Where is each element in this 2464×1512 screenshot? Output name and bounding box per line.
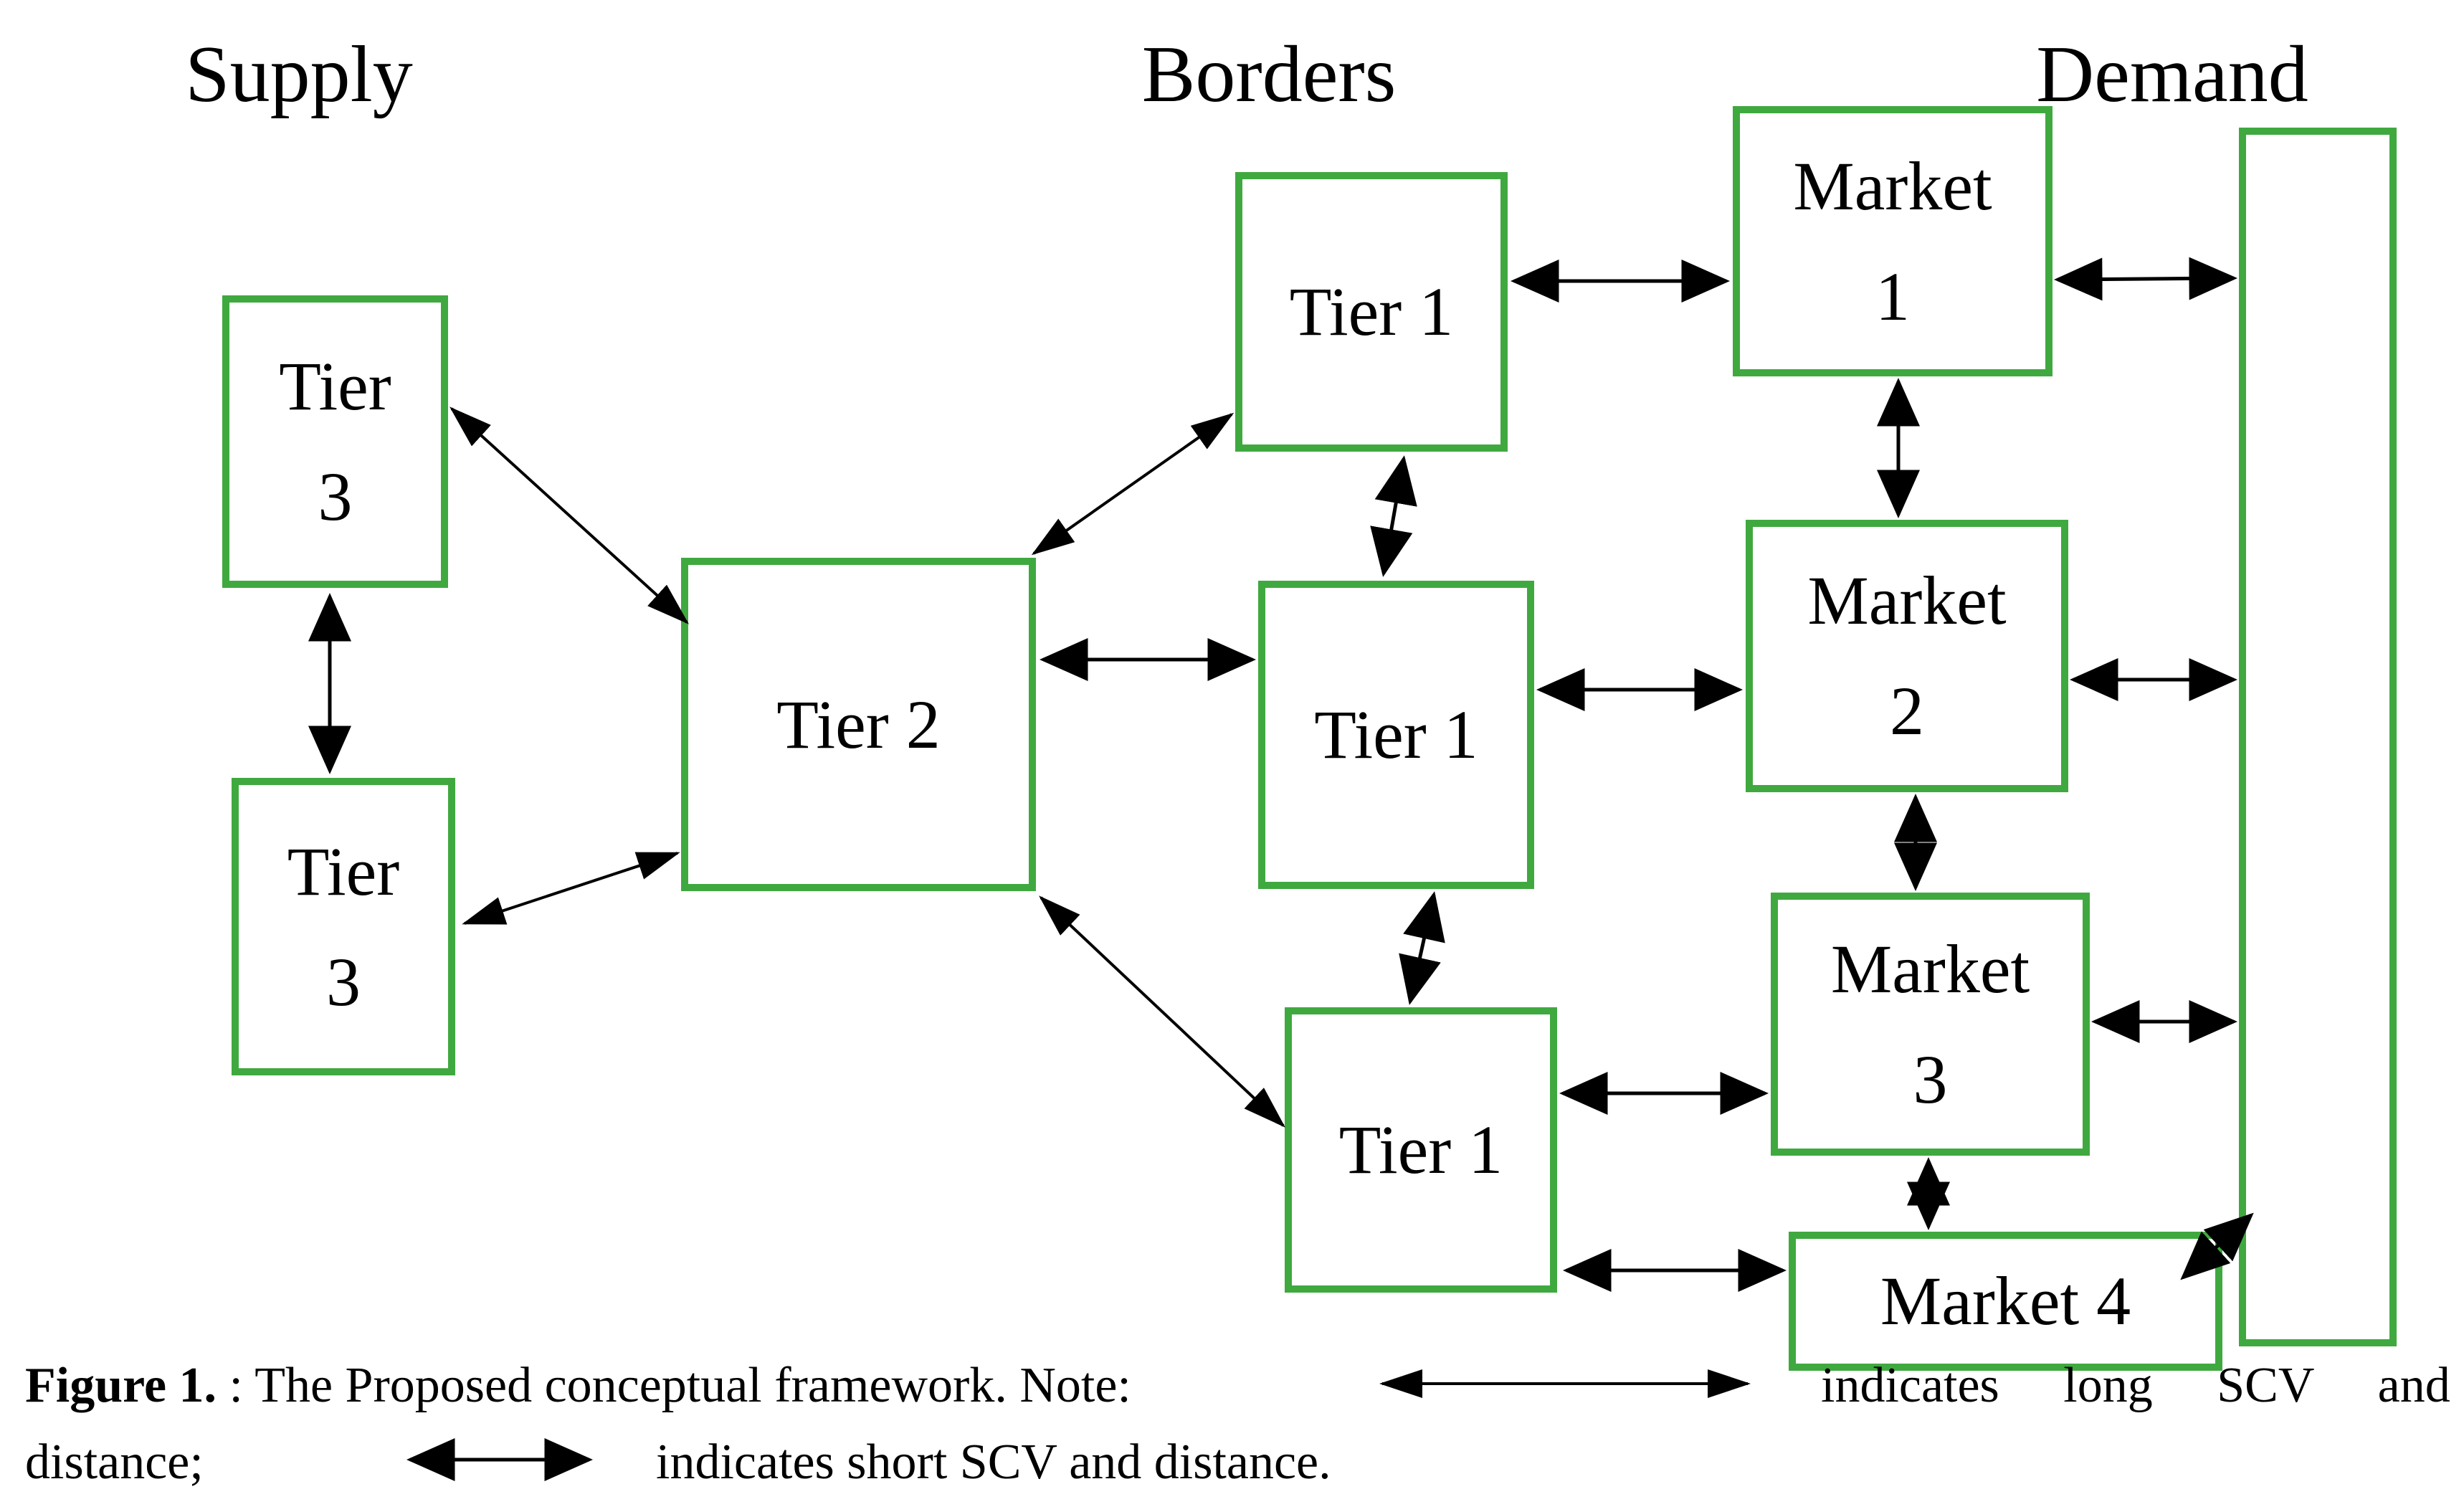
node-tier1-middle: Tier 1 xyxy=(1258,581,1534,889)
node-market3: Market 3 xyxy=(1771,893,2090,1156)
arrow-tier3top-tier2 xyxy=(449,406,689,624)
node-label: Tier 1 xyxy=(1338,1111,1503,1189)
node-label: 1 xyxy=(1875,257,1910,335)
heading-demand: Demand xyxy=(2036,30,2308,119)
node-tier1-top: Tier 1 xyxy=(1235,172,1508,452)
node-label: 3 xyxy=(318,458,353,535)
node-label: Market xyxy=(1793,147,1992,224)
node-label: Tier 2 xyxy=(776,685,941,763)
arrow-market1-demandbox xyxy=(2054,257,2237,301)
legend-long-text: indicates long SCV and xyxy=(1821,1358,2450,1413)
legend-short-text: indicates short SCV and distance. xyxy=(656,1435,1331,1490)
figure-caption-line1: Figure 1. : The Proposed conceptual fram… xyxy=(25,1357,1131,1414)
node-market1: Market 1 xyxy=(1733,106,2052,376)
node-label: 3 xyxy=(1913,1040,1948,1118)
node-label: Market xyxy=(1807,562,2007,639)
figure-label: Figure 1. xyxy=(25,1358,217,1413)
node-label: 2 xyxy=(1890,672,1924,749)
node-demand-aggregate xyxy=(2239,128,2397,1346)
caption-text: : The Proposed conceptual framework. Not… xyxy=(217,1358,1131,1413)
node-tier3-bottom: Tier 3 xyxy=(232,778,455,1075)
arrow-tier3bottom-tier2 xyxy=(462,852,680,925)
arrow-tier2-tier1top xyxy=(1031,412,1235,556)
arrow-tier2-tier1bottom xyxy=(1039,895,1285,1128)
node-tier3-top: Tier 3 xyxy=(222,295,448,588)
node-tier1-bottom: Tier 1 xyxy=(1285,1007,1557,1293)
node-label: Tier 1 xyxy=(1314,696,1478,774)
figure-caption-line2: distance; xyxy=(25,1435,204,1490)
node-market4: Market 4 xyxy=(1789,1232,2222,1371)
node-label: Tier xyxy=(287,832,400,910)
node-label: Market xyxy=(1830,930,2030,1007)
node-label: 3 xyxy=(326,943,361,1020)
node-label: Tier xyxy=(279,348,391,425)
heading-supply: Supply xyxy=(185,30,413,119)
heading-borders: Borders xyxy=(1141,30,1397,119)
node-label: Market 4 xyxy=(1880,1263,2131,1340)
node-market2: Market 2 xyxy=(1746,520,2068,792)
node-tier2: Tier 2 xyxy=(681,558,1036,891)
arrow-tier1top-tier1middle xyxy=(1370,455,1417,577)
node-label: Tier 1 xyxy=(1289,273,1454,351)
arrow-tier1middle-tier1bottom xyxy=(1399,891,1445,1005)
